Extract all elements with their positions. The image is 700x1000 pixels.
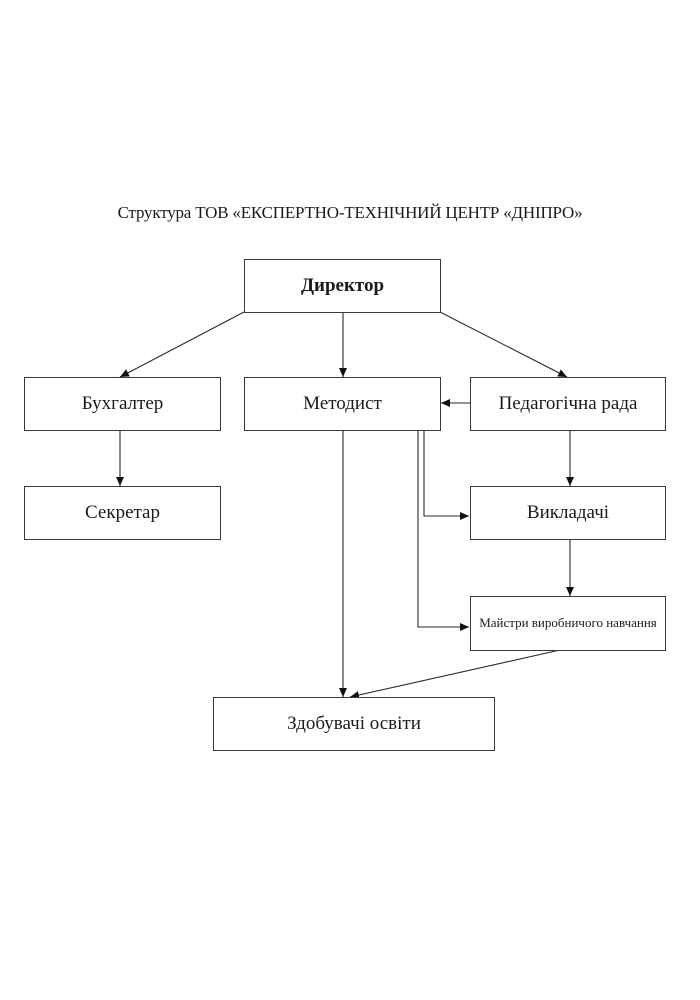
node-accountant: Бухгалтер: [24, 377, 221, 431]
node-methodist: Методист: [244, 377, 441, 431]
edge-methodist-teachers: [423, 430, 469, 520]
edge-methodist-masters: [417, 430, 469, 631]
node-masters: Майстри виробничого навчання: [470, 596, 666, 651]
node-teachers: Викладачі: [470, 486, 666, 540]
node-director: Директор: [244, 259, 441, 313]
node-students: Здобувачі освіти: [213, 697, 495, 751]
node-secretary: Секретар: [24, 486, 221, 540]
diagram-title: Структура ТОВ «ЕКСПЕРТНО-ТЕХНІЧНИЙ ЦЕНТР…: [117, 203, 583, 222]
edge-masters-students: [349, 649, 561, 699]
edge-director-ped-council: [439, 311, 568, 378]
node-ped-council: Педагогічна рада: [470, 377, 666, 431]
edge-director-accountant: [119, 311, 245, 378]
